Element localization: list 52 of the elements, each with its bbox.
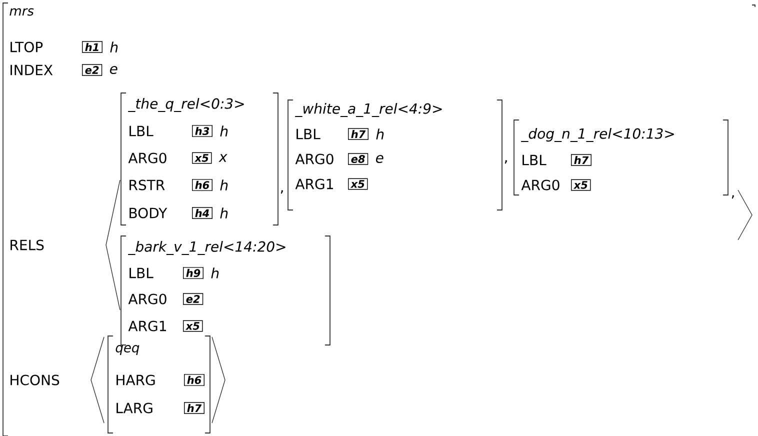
- feature-name: ARG0: [128, 152, 166, 164]
- feature-name: LTOP: [10, 42, 43, 52]
- type-value: h: [220, 126, 228, 136]
- feature-name: ARG0: [128, 294, 166, 304]
- type-value: x: [218, 154, 228, 162]
- feature-name: LBL: [522, 154, 546, 166]
- tag-box: x5: [192, 152, 212, 164]
- feature-name: LBL: [130, 126, 154, 136]
- feature-name: LBL: [130, 268, 154, 278]
- type-name: qeq: [116, 345, 140, 355]
- type-value: h: [110, 42, 118, 52]
- feature-name: INDEX: [10, 64, 53, 76]
- feature-name: ARG1: [295, 178, 333, 190]
- feature-name: HCONS: [10, 374, 60, 386]
- relation-name: _the_q_rel<0:3>: [128, 98, 244, 112]
- feature-name: BODY: [130, 208, 168, 218]
- type-name: mrs: [10, 8, 34, 16]
- tag-box: h7: [184, 402, 204, 414]
- feature-name: RELS: [10, 240, 44, 250]
- feature-name: ARG1: [128, 320, 166, 332]
- tag-box: e2: [183, 293, 204, 305]
- tag-box: h3: [192, 125, 212, 137]
- comma: ,: [280, 190, 283, 194]
- tag-box: e2: [82, 64, 102, 76]
- comma: ,: [504, 160, 507, 164]
- tag-box: x5: [348, 178, 368, 190]
- tag-box: h9: [183, 267, 204, 279]
- relation-name: _white_a_1_rel<4:9>: [295, 103, 442, 117]
- tag-box: h7: [348, 128, 368, 140]
- relation-name: _bark_v_1_rel<14:20>: [128, 241, 286, 255]
- tag-box: e8: [348, 153, 368, 165]
- type-value: h: [211, 268, 219, 278]
- feature-name: HARG: [116, 374, 155, 386]
- type-value: h: [376, 128, 384, 140]
- tag-box: h6: [184, 374, 204, 386]
- relation-name: _dog_n_1_rel<10:13>: [521, 128, 674, 142]
- feature-name: ARG0: [521, 180, 560, 190]
- tag-box: h1: [82, 41, 102, 53]
- feature-name: LARG: [116, 402, 152, 414]
- tag-box: x5: [183, 320, 203, 332]
- tag-box: h4: [192, 207, 212, 219]
- feature-name: RSTR: [130, 180, 165, 190]
- tag-box: x5: [571, 179, 591, 191]
- feature-name: ARG0: [295, 154, 334, 164]
- type-value: h: [220, 180, 228, 190]
- type-value: e: [376, 154, 384, 164]
- type-value: e: [110, 66, 118, 74]
- tag-box: h7: [571, 154, 592, 166]
- tag-box: h6: [192, 179, 212, 191]
- type-value: h: [220, 208, 228, 218]
- comma: ,: [732, 195, 734, 199]
- feature-name: LBL: [296, 128, 320, 140]
